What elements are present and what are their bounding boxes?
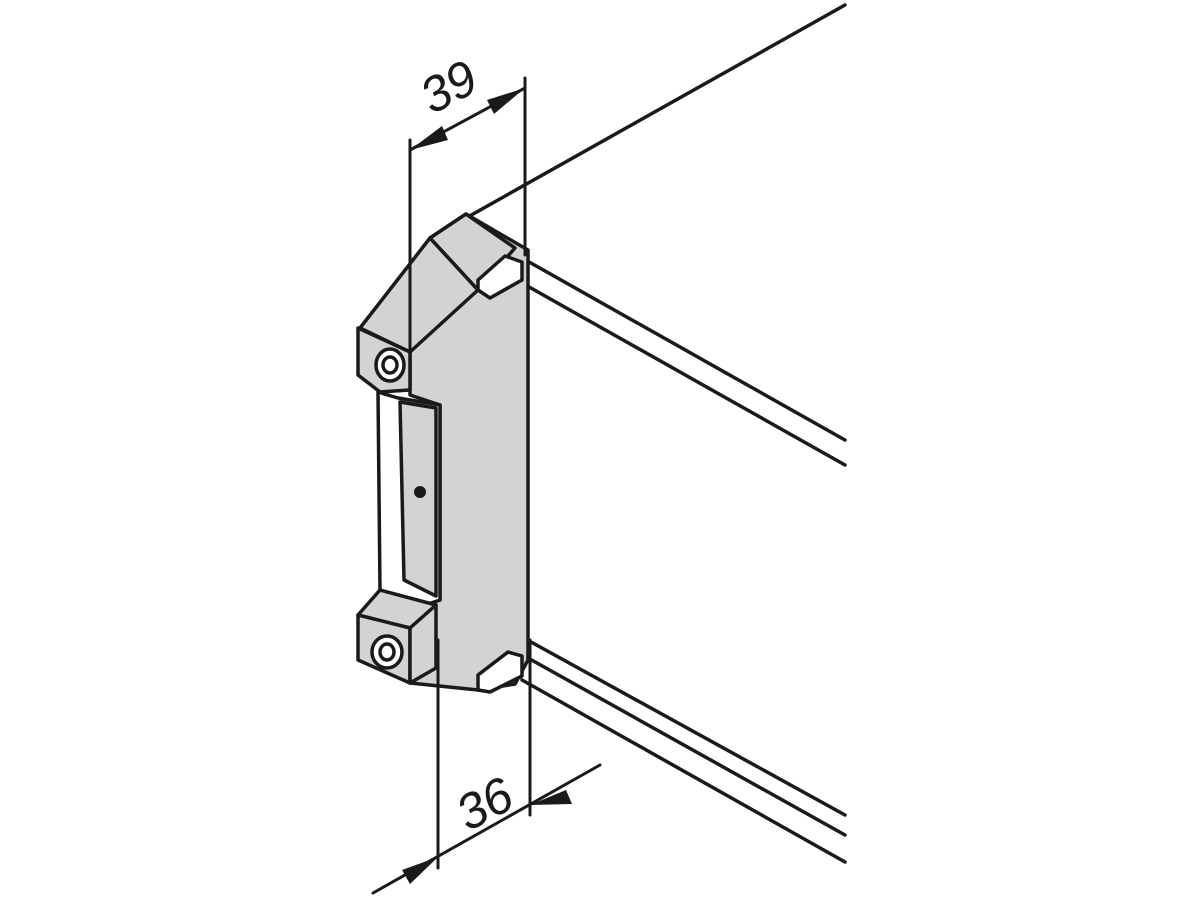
- center-hole-dot: [414, 486, 426, 498]
- bevel-edge-lower: [408, 288, 480, 354]
- lower-rail-bottom: [520, 678, 847, 864]
- arrow-top-left: [410, 126, 448, 150]
- bottom-tab: [476, 650, 524, 694]
- recess-inner: [398, 400, 438, 598]
- enclosure-lines: [464, 3, 847, 864]
- top-edge-line: [464, 3, 847, 220]
- bevel-edge: [428, 236, 480, 292]
- lower-ear-side: [408, 603, 438, 685]
- lower-hole-inner: [378, 642, 396, 662]
- dim-label-36: 36: [447, 766, 523, 842]
- bracket: [356, 212, 530, 694]
- lower-rail-top: [520, 635, 847, 817]
- arrow-bottom-right: [530, 790, 572, 805]
- lower-rail-mid: [526, 656, 847, 837]
- top-tab: [476, 254, 524, 300]
- upper-rail-top: [520, 256, 847, 442]
- upper-hole-inner: [381, 355, 399, 375]
- arrow-top-right: [487, 88, 525, 114]
- upper-rail-bottom: [520, 281, 847, 467]
- arrow-bottom-left: [402, 857, 438, 884]
